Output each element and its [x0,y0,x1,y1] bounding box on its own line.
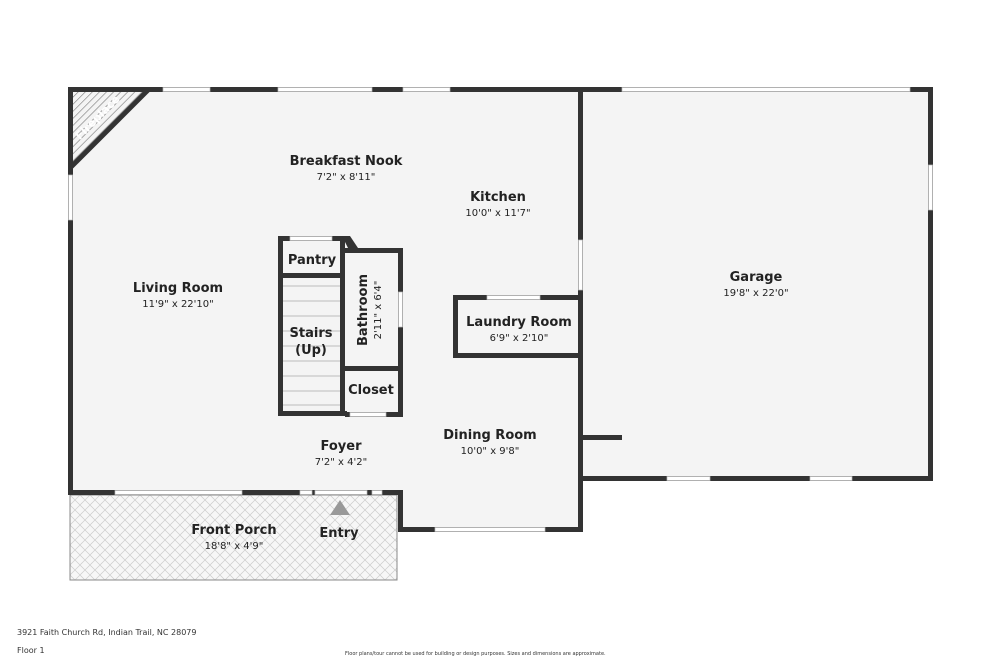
bathroom-label: Bathroom [356,274,371,346]
windows-doors [68,87,933,532]
living-room-label: Living Room [133,281,223,296]
dining-room-label: Dining Room [443,428,536,443]
laundry-room-dim: 6'9" x 2'10" [490,333,549,344]
breakfast-nook-label: Breakfast Nook [290,154,403,169]
stairs-sub-label: (Up) [295,343,327,358]
stair-treads [283,285,340,406]
garage-floor [580,90,931,479]
dining-room-dim: 10'0" x 9'8" [461,446,520,457]
floor-label: Floor 1 [17,646,45,655]
kitchen-label: Kitchen [470,190,526,205]
laundry-room-label: Laundry Room [466,315,572,330]
stairs-label: Stairs [290,326,333,341]
dining-floor [400,490,580,530]
living-room-dim: 11'9" x 22'10" [142,299,214,310]
entry-arrow-icon [330,500,350,515]
garage-dim: 19'8" x 22'0" [723,288,788,299]
main-floor [70,90,580,493]
disclaimer-text: Floor plans/tour cannot be used for buil… [345,651,606,657]
front-porch-label: Front Porch [191,523,276,538]
front-porch-dim: 18'8" x 4'9" [205,541,264,552]
foyer-dim: 7'2" x 4'2" [315,457,367,468]
kitchen-dim: 10'0" x 11'7" [465,208,530,219]
foyer-label: Foyer [321,439,363,454]
bathroom-dim: 2'11" x 6'4" [373,281,384,340]
garage-label: Garage [730,270,783,285]
pantry-label: Pantry [288,253,337,268]
address-text: 3921 Faith Church Rd, Indian Trail, NC 2… [17,628,197,637]
entry-label: Entry [319,526,359,541]
closet-label: Closet [348,383,394,398]
breakfast-nook-dim: 7'2" x 8'11" [317,172,376,183]
